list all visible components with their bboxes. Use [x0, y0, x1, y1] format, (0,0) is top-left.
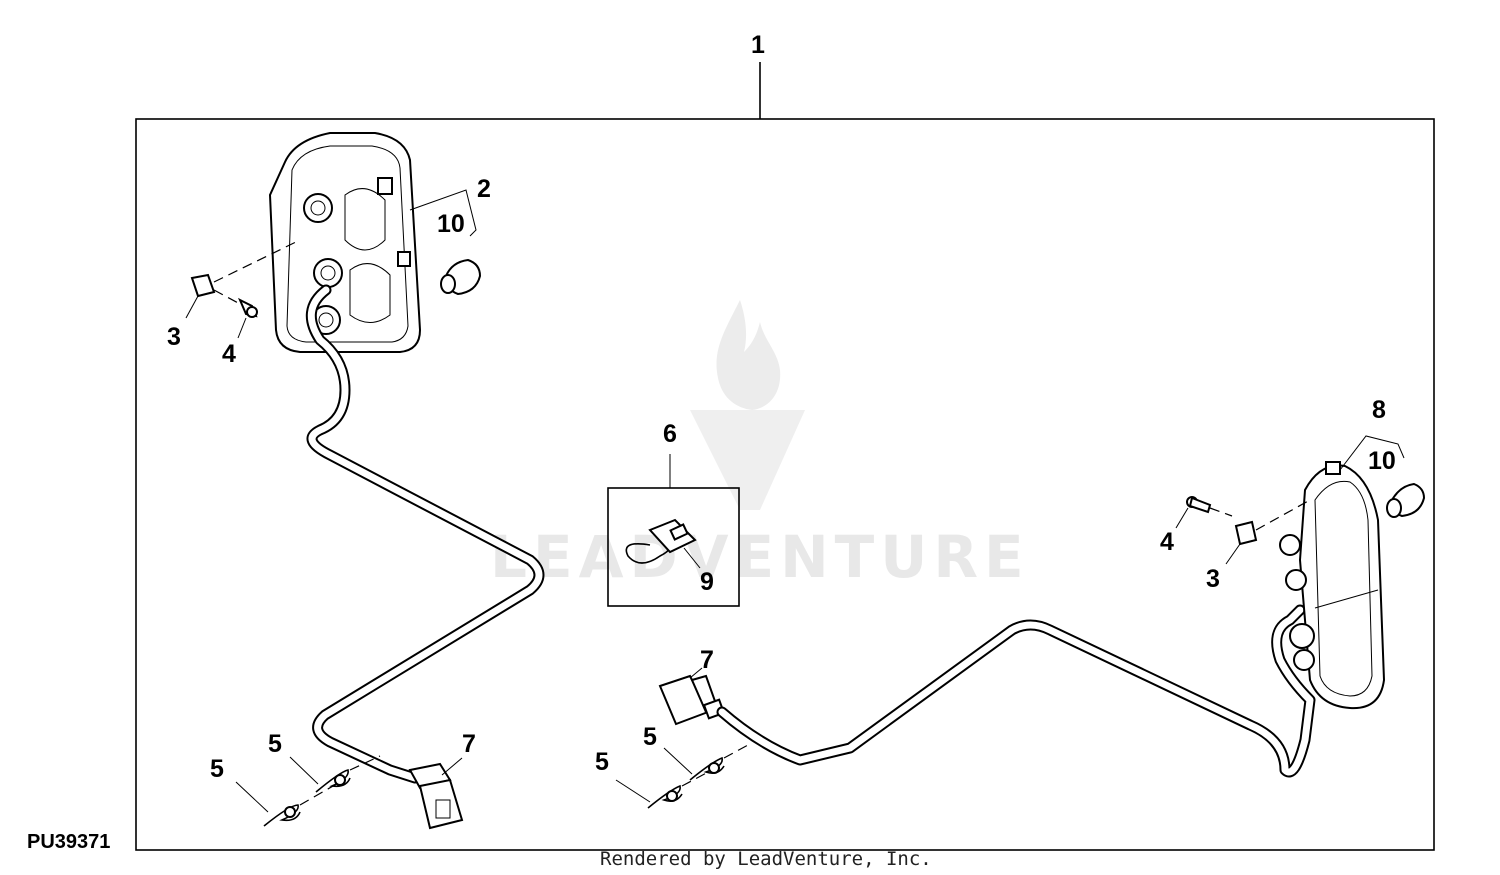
leader-right-tail-light — [1339, 435, 1405, 471]
left-clip-b — [315, 755, 381, 793]
leader-left-connector — [441, 757, 463, 776]
right-grommet — [1386, 482, 1426, 518]
callout-right-clip-a: 5 — [595, 748, 609, 776]
figure-id: PU39371 — [27, 831, 110, 853]
callout-left-clip-a: 5 — [210, 755, 224, 783]
right-screw — [1186, 496, 1233, 517]
left-clip-a — [263, 781, 341, 827]
callout-left-grommet: 10 — [437, 210, 465, 238]
leader-right-connector — [689, 667, 703, 679]
callout-right-grommet: 10 — [1368, 447, 1396, 475]
leader-left-tail-light — [409, 189, 477, 237]
leader-right-clip-b — [663, 747, 693, 775]
watermark: LEADVENTURE — [490, 300, 1030, 591]
right-wire-harness — [716, 604, 1316, 778]
right-clip-b — [689, 744, 749, 781]
leader-right-clip-a — [615, 779, 651, 803]
callout-left-tail-light: 2 — [477, 175, 491, 203]
right-clip-nut — [1234, 499, 1311, 546]
assembly-frame — [135, 118, 1435, 851]
leader-right-screw — [1175, 507, 1189, 529]
leader-jumper-wire — [683, 547, 701, 569]
callout-right-connector: 7 — [700, 646, 714, 674]
left-tail-light — [268, 132, 422, 353]
callout-left-clip-nut: 3 — [167, 323, 181, 351]
leader-right-clip-nut — [1225, 543, 1241, 565]
leader-left-screw — [237, 317, 247, 339]
leader-left-clip-a — [235, 781, 269, 813]
left-screw — [213, 289, 258, 318]
footer-credit: Rendered by LeadVenture, Inc. — [600, 848, 932, 870]
left-grommet — [440, 258, 482, 296]
left-connector — [408, 762, 464, 830]
left-clip-nut — [190, 239, 301, 298]
right-clip-a — [647, 769, 713, 809]
callout-right-screw: 4 — [1160, 528, 1174, 556]
watermark-flame-icon — [716, 300, 781, 410]
callout-jumper-kit: 6 — [663, 420, 677, 448]
leader-left-clip-b — [289, 756, 319, 785]
callout-assembly: 1 — [751, 31, 765, 59]
callout-right-clip-nut: 3 — [1206, 565, 1220, 593]
callout-left-screw: 4 — [222, 340, 236, 368]
leader-left-clip-nut — [185, 295, 199, 319]
watermark-text: LEADVENTURE — [490, 523, 1030, 591]
left-wire-harness — [305, 284, 545, 784]
jumper-kit — [607, 487, 740, 607]
callout-right-tail-light: 8 — [1372, 396, 1386, 424]
watermark-v-icon — [690, 410, 805, 510]
callout-left-clip-b: 5 — [268, 730, 282, 758]
right-connector — [658, 674, 726, 726]
right-tail-light — [1279, 461, 1386, 710]
callout-left-connector: 7 — [462, 730, 476, 758]
callout-jumper-wire: 9 — [700, 568, 714, 596]
callout-right-clip-b: 5 — [643, 723, 657, 751]
